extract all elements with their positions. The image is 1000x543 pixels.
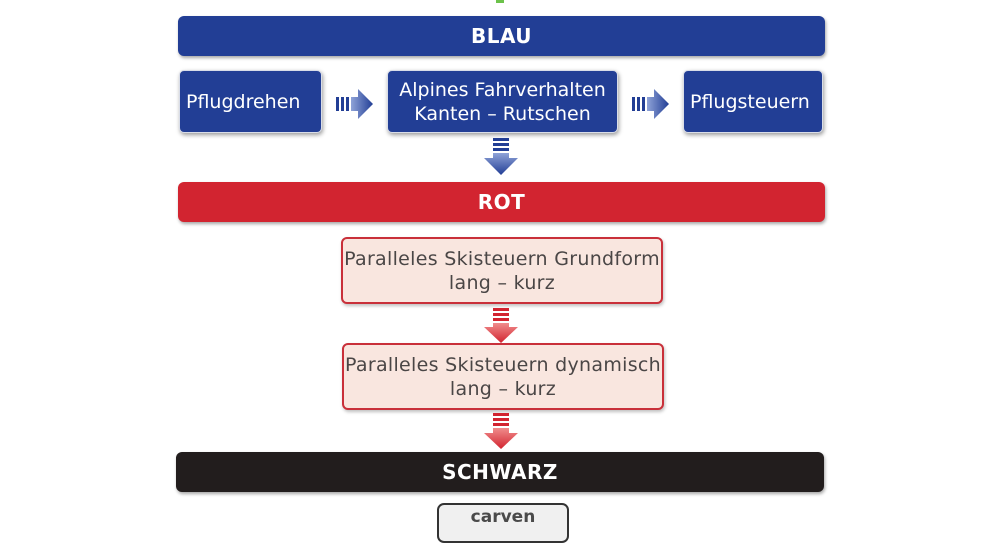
step-dynamisch-line1: Paralleles Skisteuern dynamisch bbox=[345, 353, 661, 376]
step-pflugsteuern-label: Pflugsteuern bbox=[690, 90, 810, 113]
down-arrow-icon bbox=[484, 138, 518, 175]
step-carven-label: carven bbox=[470, 507, 536, 527]
step-alpines-line1: Alpines Fahrverhalten bbox=[399, 78, 606, 101]
level-rot-header: ROT bbox=[178, 182, 825, 222]
step-alpines-line2: Kanten – Rutschen bbox=[414, 102, 591, 125]
green-arrow-tip bbox=[496, 0, 504, 3]
level-schwarz-label: SCHWARZ bbox=[442, 460, 558, 484]
step-carven: carven bbox=[437, 503, 569, 543]
level-rot-label: ROT bbox=[477, 190, 526, 214]
right-arrow-icon bbox=[336, 89, 373, 119]
step-pflugdrehen-label: Pflugdrehen bbox=[186, 90, 301, 113]
down-arrow-icon bbox=[484, 413, 518, 449]
step-grundform-line1: Paralleles Skisteuern Grundform bbox=[344, 247, 660, 270]
level-blau-label: BLAU bbox=[470, 24, 533, 48]
level-schwarz-header: SCHWARZ bbox=[176, 452, 824, 492]
step-grundform-line2: lang – kurz bbox=[448, 271, 556, 294]
level-blau-header: BLAU bbox=[178, 16, 825, 56]
down-arrow-icon bbox=[484, 308, 518, 343]
step-pflugdrehen: Pflugdrehen bbox=[179, 70, 322, 133]
step-paralleles-dynamisch: Paralleles Skisteuern dynamisch lang – k… bbox=[342, 343, 664, 410]
step-dynamisch-line2: lang – kurz bbox=[449, 377, 557, 400]
step-alpines-fahrverhalten: Alpines Fahrverhalten Kanten – Rutschen bbox=[387, 70, 618, 133]
step-paralleles-grundform: Paralleles Skisteuern Grundform lang – k… bbox=[341, 237, 663, 304]
step-pflugsteuern: Pflugsteuern bbox=[683, 70, 823, 133]
right-arrow-icon bbox=[632, 89, 669, 119]
